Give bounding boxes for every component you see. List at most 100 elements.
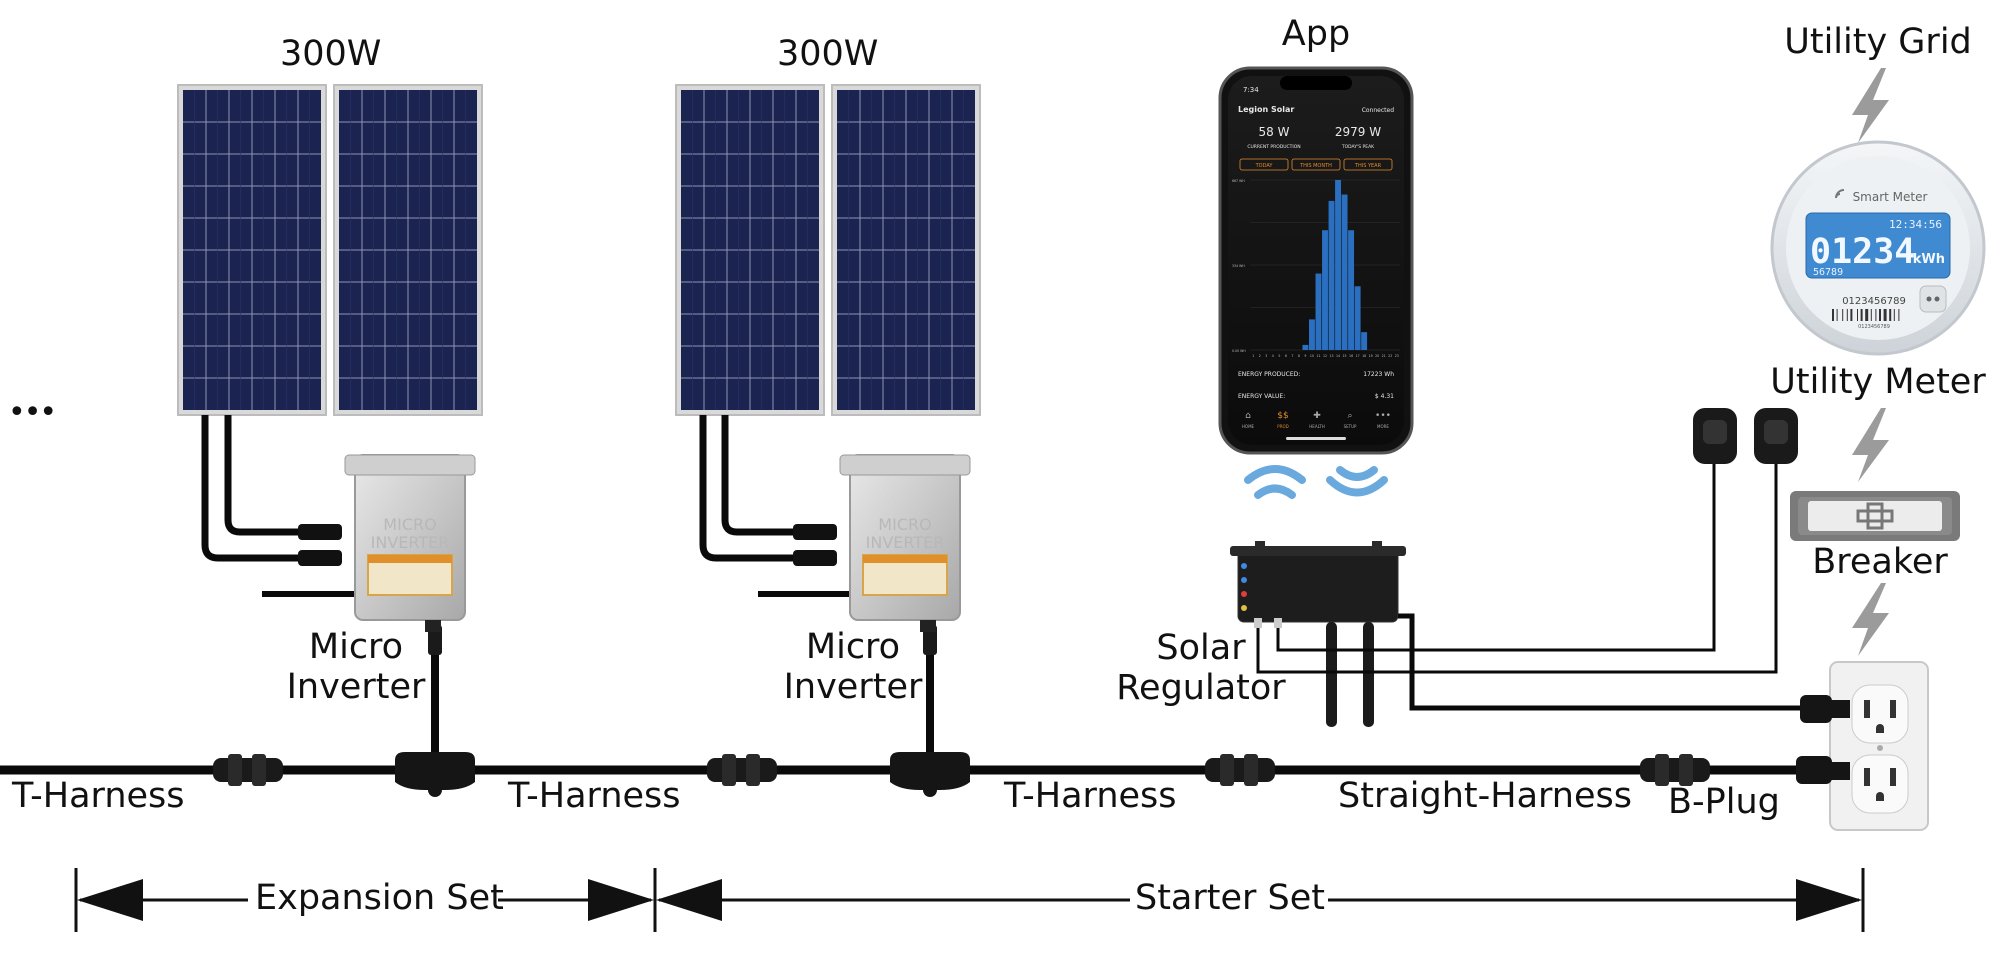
svg-text:ENERGY PRODUCED:: ENERGY PRODUCED: — [1238, 371, 1300, 378]
chart-x-tick: 4 — [1272, 354, 1274, 358]
svg-text:INVERTER: INVERTER — [866, 533, 945, 552]
chart-bar — [1341, 194, 1348, 350]
meter-unit: kWh — [1913, 252, 1945, 267]
chart-x-tick: 23 — [1395, 354, 1399, 358]
solar-regulator-label: Solar Regulator — [1116, 628, 1286, 709]
svg-text:MICRO: MICRO — [878, 515, 931, 534]
svg-text:17223 Wh: 17223 Wh — [1363, 371, 1394, 378]
chart-bar — [1328, 200, 1335, 350]
more-icon[interactable]: ••• — [1375, 411, 1391, 421]
utility-meter-label: Utility Meter — [1770, 362, 1986, 402]
chart-bar — [1348, 230, 1355, 350]
chart-x-tick: 13 — [1329, 354, 1333, 358]
dollar-icon[interactable]: $$ — [1277, 411, 1288, 421]
harness-connector-2 — [707, 754, 777, 786]
chart-bar — [1315, 273, 1322, 350]
micro-inverter-1: MICRO INVERTER — [344, 454, 476, 632]
solar-panel-3 — [675, 84, 825, 416]
app-tab-3[interactable] — [1343, 158, 1393, 171]
micro-inverter-2: MICRO INVERTER — [839, 454, 971, 632]
more-sets-ellipsis: ••• — [8, 395, 57, 430]
b-plug-label: B-Plug — [1668, 782, 1780, 822]
chart-x-tick: 1 — [1252, 354, 1254, 358]
app-nav-label: PROD — [1277, 424, 1288, 429]
svg-text:CURRENT PRODUCTION: CURRENT PRODUCTION — [1247, 144, 1300, 150]
svg-text:INVERTER: INVERTER — [371, 533, 450, 552]
chart-bar — [1361, 332, 1368, 350]
app-tab-label: THIS MONTH — [1299, 163, 1332, 169]
app-nav-label: HEALTH — [1309, 424, 1324, 429]
chart-x-tick: 19 — [1369, 354, 1373, 358]
b-plug-device — [1796, 756, 1850, 784]
chart-y-tick: 334 WH — [1232, 264, 1245, 268]
breaker-device — [1790, 491, 1960, 541]
chart-x-tick: 17 — [1356, 354, 1360, 358]
t-harness-label-3: T-Harness — [1004, 776, 1177, 816]
micro-inverter-label-2: Micro Inverter — [783, 627, 923, 708]
expansion-set-label: Expansion Set — [255, 878, 504, 918]
chart-x-tick: 16 — [1349, 354, 1353, 358]
panel-watt-label-2: 300W — [777, 34, 879, 74]
meter-brand: Smart Meter — [1853, 190, 1928, 204]
app-nav-label: SETUP — [1344, 424, 1357, 429]
bolt-icon-breaker — [1852, 583, 1889, 656]
micro-inverter-label-1: Micro Inverter — [286, 627, 426, 708]
t-harness-label-1: T-Harness — [12, 776, 185, 816]
straight-harness-label: Straight-Harness — [1338, 776, 1632, 816]
solar-panels — [177, 84, 981, 416]
plug-regulator — [1800, 695, 1850, 723]
svg-text:7:34: 7:34 — [1243, 86, 1259, 94]
app-nav-label: MORE — [1377, 424, 1389, 429]
search-icon[interactable]: ⌕ — [1347, 411, 1352, 421]
app-tab-1[interactable] — [1239, 158, 1289, 171]
svg-text:ENERGY VALUE:: ENERGY VALUE: — [1238, 393, 1285, 400]
chart-x-tick: 7 — [1291, 354, 1293, 358]
bolt-icon-grid — [1852, 68, 1889, 143]
harness-connector-1 — [213, 754, 283, 786]
t-harness-label-2: T-Harness — [508, 776, 681, 816]
current-clamp-1 — [1693, 408, 1737, 464]
chart-bar — [1322, 230, 1328, 350]
meter-serial-small: 0123456789 — [1858, 324, 1890, 330]
solar-panel-2 — [333, 84, 483, 416]
app-phone: 7:34 Legion Solar Connected 58 W CURRENT… — [1218, 66, 1414, 455]
panel-cables-2 — [699, 415, 850, 597]
current-clamp-2 — [1754, 408, 1798, 464]
chart-x-tick: 21 — [1382, 354, 1386, 358]
solar-regulator-device — [1230, 541, 1406, 727]
starter-set-dimension — [656, 868, 1865, 932]
panel-cables-1 — [201, 415, 355, 597]
chart-x-tick: 11 — [1316, 354, 1320, 358]
meter-time: 12:34:56 — [1889, 218, 1942, 231]
chart-x-tick: 12 — [1323, 354, 1327, 358]
starter-set-label: Starter Set — [1134, 878, 1326, 918]
app-label: App — [1281, 14, 1351, 54]
chart-y-tick: 667 WH — [1232, 179, 1245, 183]
chart-x-tick: 10 — [1310, 354, 1314, 358]
meter-sub: 56789 — [1813, 267, 1843, 278]
home-icon[interactable]: ⌂ — [1245, 411, 1251, 421]
chart-x-tick: 6 — [1285, 354, 1287, 358]
wifi-icon — [1244, 465, 1388, 499]
breaker-label: Breaker — [1812, 542, 1948, 582]
chart-x-tick: 9 — [1304, 354, 1306, 358]
harness-connector-3 — [1205, 754, 1275, 786]
app-nav-label: HOME — [1242, 424, 1255, 429]
app-tab-2[interactable] — [1291, 158, 1341, 171]
chart-x-tick: 3 — [1265, 354, 1267, 358]
regulator-wires — [1256, 460, 1815, 711]
chart-bar — [1302, 344, 1309, 350]
plus-icon[interactable]: ✚ — [1313, 411, 1321, 421]
svg-text:Legion Solar: Legion Solar — [1238, 105, 1294, 114]
utility-grid-label: Utility Grid — [1784, 22, 1972, 62]
t-junction-1 — [395, 620, 475, 797]
chart-x-tick: 14 — [1336, 354, 1340, 358]
chart-x-tick: 18 — [1362, 354, 1366, 358]
app-nav: ⌂ HOME $$ PROD ✚ HEALTH ⌕ SETUP ••• MORE — [1242, 411, 1391, 429]
chart-x-tick: 15 — [1343, 354, 1347, 358]
meter-serial: 0123456789 — [1842, 296, 1906, 307]
chart-x-tick: 22 — [1388, 354, 1392, 358]
